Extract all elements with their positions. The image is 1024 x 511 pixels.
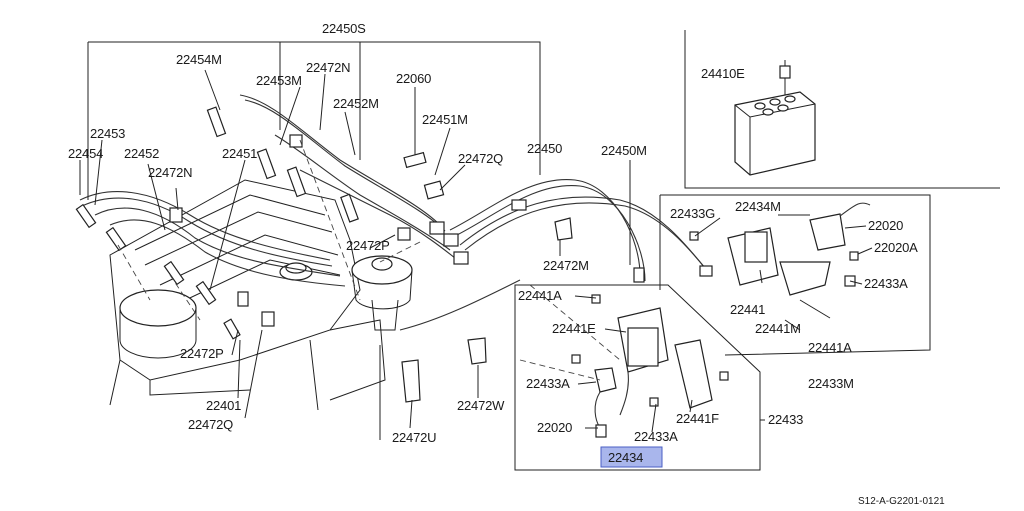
label-22020-right[interactable]: 22020 xyxy=(868,218,903,233)
highlight-22434 xyxy=(600,446,663,468)
label-22452[interactable]: 22452 xyxy=(124,146,159,161)
label-22441M[interactable]: 22441M xyxy=(755,321,801,336)
label-22451[interactable]: 22451 xyxy=(222,146,257,161)
callout-frames xyxy=(87,30,1000,471)
battery xyxy=(734,60,816,176)
label-22450S[interactable]: 22450S xyxy=(322,21,366,36)
label-22453M[interactable]: 22453M xyxy=(256,73,302,88)
label-22453[interactable]: 22453 xyxy=(90,126,125,141)
diagram-code: S12-A-G2201-0121 xyxy=(858,496,945,507)
label-22020-lower[interactable]: 22020 xyxy=(537,420,572,435)
label-22434M[interactable]: 22434M xyxy=(735,199,781,214)
label-22472W[interactable]: 22472W xyxy=(457,398,505,413)
label-22433A-left[interactable]: 22433A xyxy=(526,376,570,391)
label-22401[interactable]: 22401 xyxy=(206,398,241,413)
label-22472N-top[interactable]: 22472N xyxy=(306,60,351,75)
spark-plug-boots xyxy=(75,106,713,306)
label-22472N-left[interactable]: 22472N xyxy=(148,165,193,180)
label-22454M[interactable]: 22454M xyxy=(176,52,222,67)
label-22433M[interactable]: 22433M xyxy=(808,376,854,391)
label-22441F[interactable]: 22441F xyxy=(676,411,719,426)
label-22433A-lower[interactable]: 22433A xyxy=(634,429,678,444)
label-22433A-right[interactable]: 22433A xyxy=(864,276,908,291)
dashed-guides xyxy=(117,139,621,381)
label-22441A-lower[interactable]: 22441A xyxy=(518,288,562,303)
label-22433G[interactable]: 22433G xyxy=(670,206,715,221)
label-22441A-right[interactable]: 22441A xyxy=(808,340,852,355)
label-22441E[interactable]: 22441E xyxy=(552,321,596,336)
spark-plug-wires xyxy=(79,94,711,331)
ignition-coil-assembly-right xyxy=(689,202,871,319)
part-labels: 22450S 22454M 22453M 22472N 22060 22452M… xyxy=(68,21,918,468)
label-22454[interactable]: 22454 xyxy=(68,146,103,161)
label-24410E[interactable]: 24410E xyxy=(701,66,745,81)
label-22472Q-left[interactable]: 22472Q xyxy=(188,417,233,432)
label-22450M[interactable]: 22450M xyxy=(601,143,647,158)
label-22433[interactable]: 22433 xyxy=(768,412,803,427)
distributor xyxy=(351,255,413,331)
label-22020A[interactable]: 22020A xyxy=(874,240,918,255)
label-22472P-left[interactable]: 22472P xyxy=(180,346,224,361)
label-22452M[interactable]: 22452M xyxy=(333,96,379,111)
label-22441[interactable]: 22441 xyxy=(730,302,765,317)
label-22472M[interactable]: 22472M xyxy=(543,258,589,273)
wire-clips xyxy=(169,134,573,403)
label-22434[interactable]: 22434 xyxy=(608,450,643,465)
label-22450[interactable]: 22450 xyxy=(527,141,562,156)
label-22472P-mid[interactable]: 22472P xyxy=(346,238,390,253)
ignition-coil-assembly-lower xyxy=(571,294,729,438)
label-22451M[interactable]: 22451M xyxy=(422,112,468,127)
label-22060[interactable]: 22060 xyxy=(396,71,431,86)
leader-lines xyxy=(79,69,873,440)
label-22472U[interactable]: 22472U xyxy=(392,430,437,445)
label-22472Q-top[interactable]: 22472Q xyxy=(458,151,503,166)
